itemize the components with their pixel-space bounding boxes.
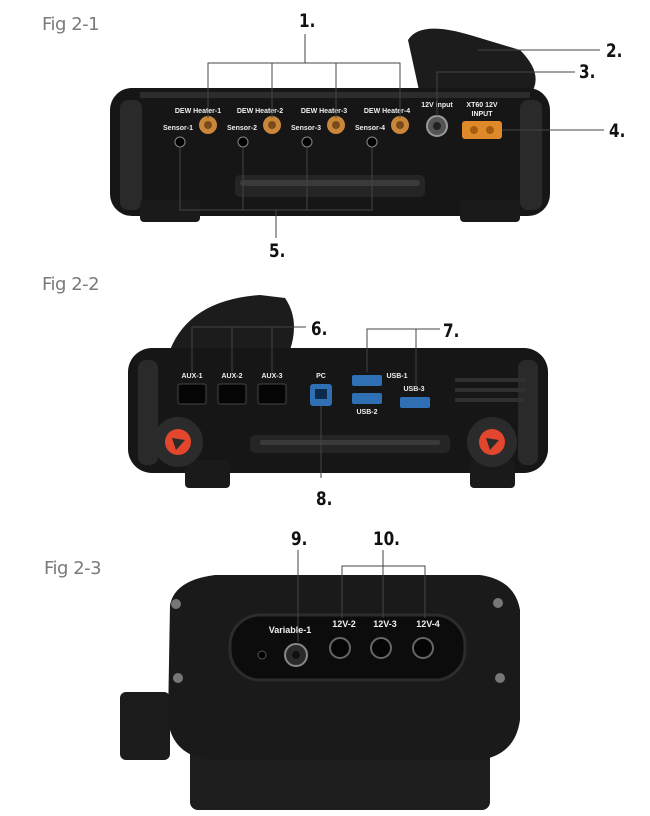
- dew-heater-2-port: [263, 116, 281, 134]
- usb-2-port: [352, 393, 382, 404]
- sensor-4-label: Sensor-4: [355, 125, 385, 132]
- dew-heater-3-label: DEW Heater-3: [301, 108, 347, 115]
- dew-heater-1-port: [199, 116, 217, 134]
- 12v-4-port: [412, 637, 434, 659]
- usb-3-label: USB-3: [403, 386, 424, 393]
- callout-6: 6.: [311, 318, 328, 340]
- aux-3-label: AUX-3: [261, 373, 282, 380]
- fig-2-2-handle: [170, 295, 294, 350]
- 12v-2-port: [329, 637, 351, 659]
- fig-2-2-label: Fig 2-2: [42, 274, 100, 295]
- sensor-2-label: Sensor-2: [227, 125, 257, 132]
- aux-hole: [257, 650, 267, 660]
- aux-1-label: AUX-1: [181, 373, 202, 380]
- usb-1-port: [352, 375, 382, 386]
- fig-2-2-leader-lines: [191, 326, 440, 478]
- callout-1: 1.: [299, 10, 316, 32]
- left-knob: [153, 417, 203, 467]
- fig-2-1-handle: [408, 28, 536, 96]
- sensor-3-label: Sensor-3: [291, 125, 321, 132]
- sensor-3-port: [301, 136, 313, 148]
- screw-icon: [493, 598, 503, 608]
- sensor-4-port: [366, 136, 378, 148]
- 12v-3-port: [370, 637, 392, 659]
- 12v-4-label: 12V-4: [416, 619, 440, 629]
- fig-2-3-device: Variable-1 12V-2 12V-3 12V-4: [120, 550, 520, 810]
- callout-8: 8.: [316, 488, 333, 510]
- pc-label: PC: [316, 373, 326, 380]
- fig-2-3-bracket: [120, 692, 170, 760]
- xt60-label-line2: INPUT: [472, 111, 494, 118]
- xt60-label-line1: XT60 12V: [466, 102, 497, 109]
- aux-1-port: [177, 383, 207, 405]
- aux-2-port: [217, 383, 247, 405]
- xt60-input-port: [462, 121, 502, 139]
- callout-7: 7.: [443, 320, 460, 342]
- fig-2-1-device: DEW Heater-1 DEW Heater-2 DEW Heater-3 D…: [110, 28, 604, 238]
- screw-icon: [171, 599, 181, 609]
- fig-2-3-label: Fig 2-3: [44, 558, 102, 579]
- sensor-2-port: [237, 136, 249, 148]
- dew-heater-2-label: DEW Heater-2: [237, 108, 283, 115]
- sensor-1-port: [174, 136, 186, 148]
- 12v-2-label: 12V-2: [332, 619, 356, 629]
- dew-heater-3-port: [327, 116, 345, 134]
- callout-2: 2.: [606, 40, 623, 62]
- fig-2-1-leader-lines: [179, 34, 604, 238]
- 12v-3-label: 12V-3: [373, 619, 397, 629]
- aux-2-label: AUX-2: [221, 373, 242, 380]
- usb-2-label: USB-2: [356, 409, 377, 416]
- callout-9: 9.: [291, 528, 308, 550]
- aux-3-port: [257, 383, 287, 405]
- dew-heater-1-label: DEW Heater-1: [175, 108, 221, 115]
- callout-10: 10.: [373, 528, 400, 550]
- usb-3-port: [400, 397, 430, 408]
- fig-2-1-label: Fig 2-1: [42, 14, 100, 35]
- fig-2-3-leader-lines: [297, 550, 426, 642]
- sensor-1-label: Sensor-1: [163, 125, 193, 132]
- dew-heater-4-port: [391, 116, 409, 134]
- screw-icon: [495, 673, 505, 683]
- callout-4: 4.: [609, 120, 626, 142]
- dew-heater-4-label: DEW Heater-4: [364, 108, 410, 115]
- callout-3: 3.: [579, 61, 596, 83]
- screw-icon: [173, 673, 183, 683]
- callout-5: 5.: [269, 240, 286, 262]
- variable-1-label: Variable-1: [269, 625, 312, 635]
- usb-1-label: USB-1: [386, 373, 407, 380]
- right-knob: [467, 417, 517, 467]
- fig-2-2-device: AUX-1 AUX-2 AUX-3 PC USB-1 USB-2 USB-3: [128, 295, 548, 488]
